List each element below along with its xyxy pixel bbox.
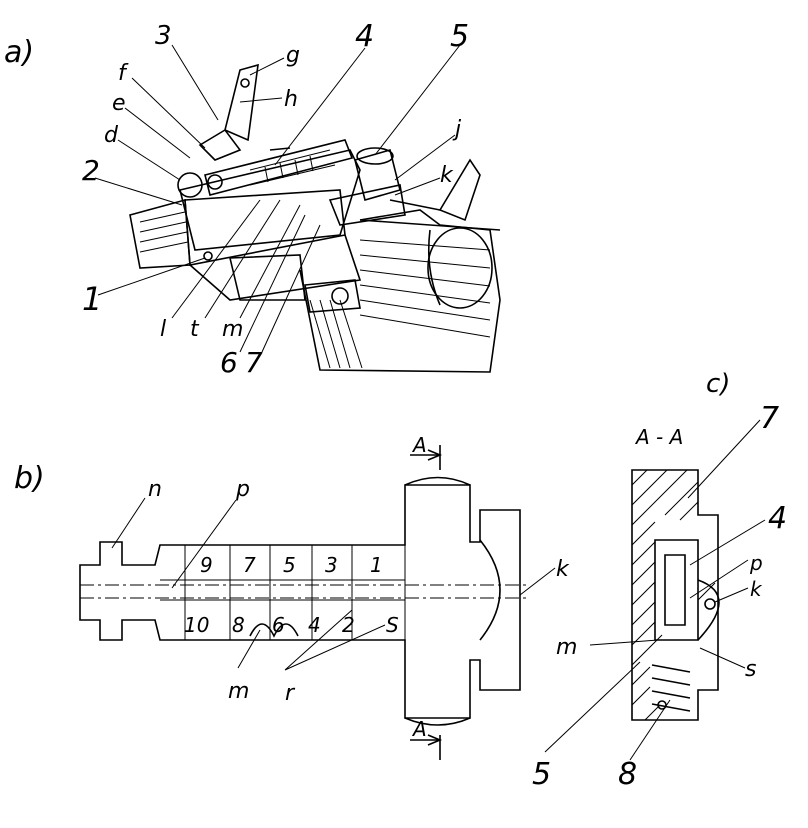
label-a-f: f xyxy=(118,61,129,86)
label-c-k: k xyxy=(750,577,763,601)
scale-bottom-10: 10 xyxy=(184,613,209,637)
label-a-1: 1 xyxy=(82,280,102,318)
label-c-p: p xyxy=(749,551,763,575)
label-c-8: 8 xyxy=(618,757,637,792)
label-a-l: l xyxy=(160,317,166,342)
label-a-g: g xyxy=(286,43,300,68)
scale-bottom-s: S xyxy=(386,613,399,637)
scale-bottom-2: 2 xyxy=(342,613,355,637)
panel-c-tag: c) xyxy=(706,369,730,399)
section-mark-top: A xyxy=(411,433,427,457)
sight-leaf xyxy=(177,63,441,251)
panel-a-leaders: 3 4 5 f e d 2 g h j k 1 l t m 6 7 xyxy=(82,19,469,379)
label-a-d: d xyxy=(104,123,119,148)
label-c-4: 4 xyxy=(768,501,787,536)
label-c-s: s xyxy=(745,657,756,682)
label-a-m: m xyxy=(222,317,243,342)
label-b-m: m xyxy=(228,679,249,704)
scale-top-7: 7 xyxy=(243,553,256,577)
scale-top-9: 9 xyxy=(200,553,213,577)
panel-a-tag: a) xyxy=(4,35,34,70)
label-a-t: t xyxy=(190,317,200,342)
label-a-4: 4 xyxy=(355,19,374,54)
scale-bottom-6: 6 xyxy=(272,613,285,637)
label-a-7: 7 xyxy=(245,346,263,379)
panel-a: a) xyxy=(4,19,501,379)
label-b-r: r xyxy=(285,681,296,706)
label-c-m: m xyxy=(556,635,577,660)
scale-top-3: 3 xyxy=(325,553,338,577)
label-c-7: 7 xyxy=(760,401,779,436)
label-a-3: 3 xyxy=(155,21,172,51)
panel-c: c) A - A 7 4 p k m s 5 8 xyxy=(532,369,787,792)
section-title: A - A xyxy=(634,425,683,449)
label-a-j: j xyxy=(452,117,462,142)
label-c-5: 5 xyxy=(532,757,551,792)
label-b-k: k xyxy=(556,557,570,582)
section-hatching xyxy=(631,469,716,721)
scale-top-1: 1 xyxy=(370,553,383,577)
label-a-k: k xyxy=(440,163,454,188)
label-b-p: p xyxy=(235,477,250,502)
label-a-6: 6 xyxy=(220,346,238,379)
scale-bottom-8: 8 xyxy=(232,613,245,637)
scale-top-5: 5 xyxy=(283,553,296,577)
section-body xyxy=(631,469,719,721)
scale-bottom-4: 4 xyxy=(308,613,321,637)
label-a-5: 5 xyxy=(450,19,469,54)
label-a-h: h xyxy=(284,87,298,112)
section-mark-bottom: A xyxy=(411,717,427,741)
rifle-body xyxy=(129,158,501,373)
leaf-outline xyxy=(79,484,521,719)
panel-b: b) 9 7 5 3 1 10 8 6 4 2 S n p xyxy=(14,433,570,760)
label-a-e: e xyxy=(112,91,126,116)
label-a-2: 2 xyxy=(82,154,100,187)
panel-b-tag: b) xyxy=(14,461,45,496)
label-b-n: n xyxy=(148,477,162,502)
